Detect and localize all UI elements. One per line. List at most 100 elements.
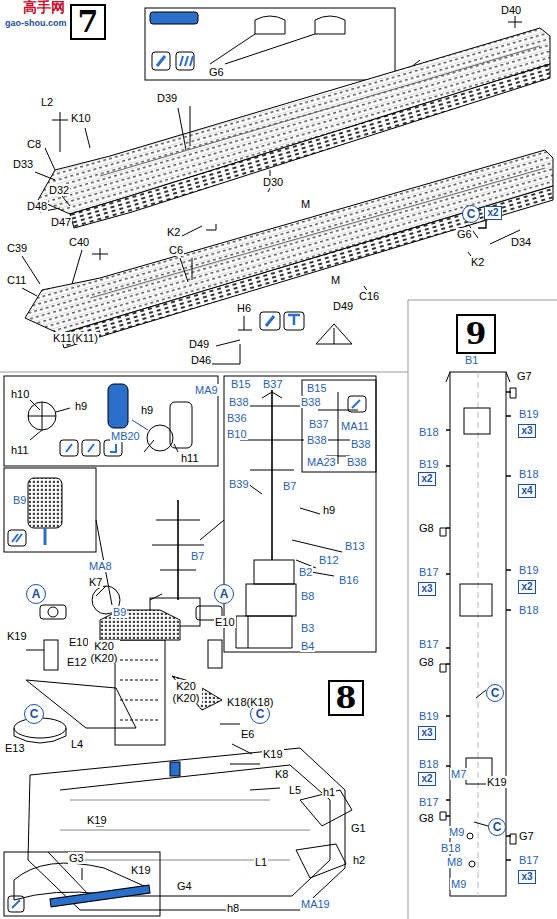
callout-circle: C	[24, 704, 44, 724]
part-number: MB20	[110, 430, 141, 442]
part-number: G8	[418, 656, 435, 668]
quantity-box: x2	[484, 206, 502, 220]
part-number: h11	[10, 444, 30, 456]
callout-text: C	[467, 208, 476, 220]
part-number: h9	[322, 504, 336, 516]
part-number: K19	[262, 748, 284, 760]
part-number: C39	[6, 242, 28, 254]
callout-text: x3	[421, 584, 432, 594]
quantity-box: x4	[518, 484, 536, 498]
part-number: K8	[274, 768, 289, 780]
part-number: B38	[350, 438, 372, 450]
part-number: L5	[288, 784, 302, 796]
part-number: D49	[188, 338, 210, 350]
callout-text: C	[256, 708, 265, 720]
part-number: h10	[10, 388, 30, 400]
part-number: B4	[300, 640, 315, 652]
part-number: K2	[470, 256, 485, 268]
part-number: B39	[228, 478, 250, 490]
part-number: K10	[70, 112, 92, 124]
part-number: L2	[40, 96, 54, 108]
part-number: B9	[112, 606, 127, 618]
part-number: K2	[166, 226, 181, 238]
part-number: E13	[4, 742, 26, 754]
step-number: 7	[70, 4, 106, 40]
part-number: G8	[418, 522, 435, 534]
callout-text: x2	[421, 774, 432, 784]
callout-text: 8	[336, 683, 357, 713]
callout-text: x2	[421, 474, 432, 484]
quantity-box: x2	[418, 472, 436, 486]
callout-circle: C	[462, 205, 480, 223]
watermark: gao-shou.com	[4, 17, 68, 29]
part-number: K19	[130, 864, 152, 876]
part-number: M	[300, 198, 311, 210]
callout-text: C	[491, 687, 500, 699]
part-number: D39	[156, 92, 178, 104]
callout-circle: C	[486, 684, 504, 702]
part-number: L4	[70, 738, 84, 750]
part-number: H6	[236, 302, 252, 314]
part-number: B38	[300, 396, 322, 408]
part-number: G7	[518, 830, 535, 842]
part-number: B18	[518, 468, 540, 480]
part-number: h1	[322, 786, 336, 798]
part-number: D33	[12, 158, 34, 170]
part-number: M7	[450, 768, 467, 780]
part-number: D48	[26, 200, 48, 212]
part-number: K20 (K20)	[88, 640, 120, 664]
part-number: C40	[68, 236, 90, 248]
part-number: B18	[418, 758, 440, 770]
part-number: B8	[300, 590, 315, 602]
part-number: h9	[140, 404, 154, 416]
part-number: B3	[300, 622, 315, 634]
callout-text: x3	[521, 872, 532, 882]
part-number: K19	[6, 630, 28, 642]
callout-text: x4	[521, 486, 532, 496]
part-number: B19	[518, 564, 540, 576]
part-number: E10	[214, 616, 236, 628]
callout-text: A	[32, 588, 41, 600]
part-number: M8	[446, 856, 463, 868]
part-number: K11(K11)	[52, 332, 99, 344]
part-number: B7	[282, 480, 297, 492]
part-number: M	[330, 274, 341, 286]
quantity-box: x3	[518, 424, 536, 438]
quantity-box: x3	[418, 582, 436, 596]
part-number: K19	[486, 776, 508, 788]
part-number: B10	[226, 428, 248, 440]
quantity-box: x3	[418, 726, 436, 740]
part-number: B37	[262, 378, 284, 390]
callout-circle: A	[26, 584, 46, 604]
part-number: B19	[418, 458, 440, 470]
part-number: L1	[254, 856, 268, 868]
part-number: E10	[68, 636, 90, 648]
part-number: h11	[180, 452, 200, 464]
part-number: MA9	[194, 384, 219, 396]
callout-text: A	[220, 588, 229, 600]
part-number: B38	[306, 434, 328, 446]
part-number: D49	[332, 300, 354, 312]
part-number: B36	[226, 412, 248, 424]
part-number: K19	[86, 814, 108, 826]
part-number: K18(K18)	[226, 696, 274, 708]
part-number: B18	[440, 842, 462, 854]
part-number: B17	[418, 638, 440, 650]
part-number: MA19	[300, 898, 331, 910]
quantity-box: x2	[418, 772, 436, 786]
part-number: C16	[358, 290, 380, 302]
part-number: B19	[418, 710, 440, 722]
step-number: 9	[456, 314, 496, 354]
part-number: E6	[240, 728, 255, 740]
part-number: MA11	[340, 420, 370, 432]
part-number: D40	[500, 4, 522, 16]
callout-text: C	[30, 708, 39, 720]
part-number: G3	[68, 852, 85, 864]
part-number: B15	[230, 378, 252, 390]
part-number: C6	[168, 244, 184, 256]
part-number: D47	[50, 216, 72, 228]
part-number: B18	[518, 604, 540, 616]
quantity-box: x2	[518, 580, 536, 594]
